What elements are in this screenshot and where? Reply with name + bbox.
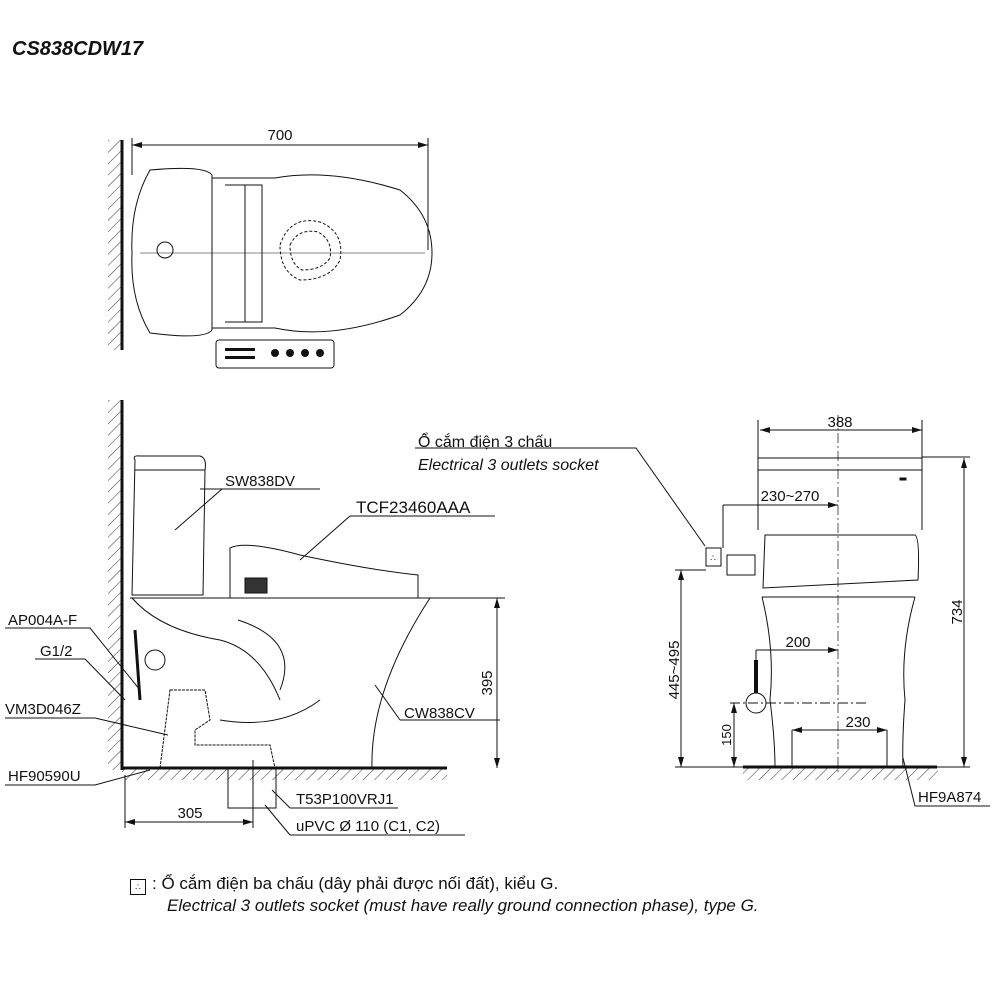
dim-395-label: 395	[479, 670, 496, 695]
bowl-front	[761, 596, 916, 769]
wall-hatch	[108, 140, 122, 350]
socket-label-vi: Ổ cắm điện 3 chấu	[418, 432, 552, 451]
label-hose: VM3D046Z	[5, 701, 81, 718]
top-view: 700	[108, 127, 433, 369]
socket-label-en: Electrical 3 outlets socket	[418, 457, 599, 474]
socket-box	[705, 547, 722, 567]
dim-150-label: 150	[719, 724, 734, 746]
label-thread: G1/2	[40, 643, 73, 660]
tank-top	[131, 167, 213, 337]
dim-445-495-label: 445~495	[666, 641, 683, 700]
svg-text:∴: ∴	[710, 553, 716, 563]
seat-connector	[726, 554, 756, 576]
dim-200-label: 200	[785, 634, 810, 651]
legend-separator: :	[152, 874, 157, 893]
bowl-curve	[371, 597, 431, 769]
dim-305-label: 305	[177, 805, 202, 822]
dim-230-label: 230	[845, 714, 870, 731]
label-bolt: HF9A874	[918, 789, 981, 806]
label-tank: SW838DV	[225, 473, 295, 490]
seat-front	[762, 534, 920, 589]
flange	[159, 689, 276, 769]
dim-734-label: 734	[949, 599, 966, 624]
socket-icon: ∴	[130, 879, 146, 895]
tank-side	[131, 455, 206, 596]
front-view: ∴	[415, 415, 990, 807]
seat-side	[229, 544, 419, 598]
seat-outline	[212, 174, 433, 333]
dim-700-label: 700	[267, 127, 292, 144]
dim-388-label: 388	[827, 414, 852, 431]
flush-button	[156, 241, 174, 259]
label-drain-adapter: T53P100VRJ1	[296, 791, 394, 808]
dim-230-270-label: 230~270	[761, 488, 820, 505]
label-pipe: uPVC Ø 110 (C1, C2)	[296, 818, 440, 835]
label-seat: TCF23460AAA	[356, 498, 471, 517]
legend: ∴: Ổ cắm điện ba chấu (dây phải được nối…	[130, 873, 759, 917]
drain-pipe	[227, 767, 277, 809]
label-bowl: CW838CV	[404, 705, 475, 722]
label-flange: HF90590U	[8, 768, 81, 785]
legend-vi: Ổ cắm điện ba chấu (dây phải được nối đấ…	[161, 874, 559, 893]
label-angle-valve: AP004A-F	[8, 612, 77, 629]
model-title: CS838CDW17	[12, 38, 144, 60]
side-view	[5, 400, 505, 836]
remote-control	[215, 339, 335, 369]
legend-en: Electrical 3 outlets socket (must have r…	[167, 896, 759, 915]
